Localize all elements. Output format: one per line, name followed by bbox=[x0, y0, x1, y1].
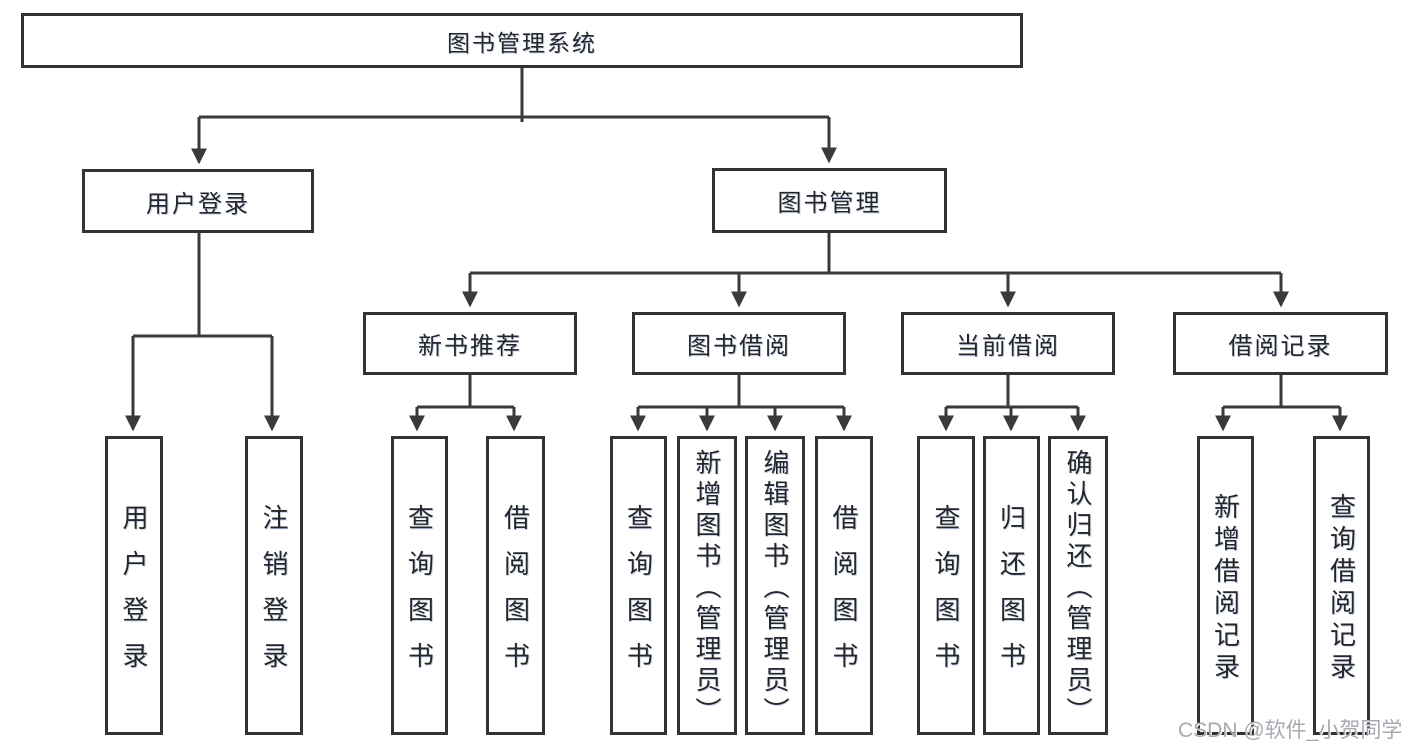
leaf-query-borrow-record: 查询借阅记录 bbox=[1313, 436, 1370, 735]
node-label: 新书推荐 bbox=[418, 333, 522, 360]
leaf-label: 新增图书（管理员） bbox=[692, 448, 722, 728]
node-label: 图书管理系统 bbox=[447, 29, 597, 56]
leaf-label: 查询图书 bbox=[404, 503, 435, 688]
node-label: 图书借阅 bbox=[687, 333, 791, 360]
node-new-book-recommendation: 新书推荐 bbox=[363, 312, 577, 375]
node-label: 用户登录 bbox=[146, 190, 250, 218]
leaf-query-books-borrowing: 查询图书 bbox=[610, 436, 667, 735]
node-library-management-system: 图书管理系统 bbox=[21, 13, 1023, 68]
leaf-label: 用户登录 bbox=[119, 503, 149, 688]
leaf-label: 归还图书 bbox=[996, 503, 1027, 688]
leaf-borrow-books-newbooks: 借阅图书 bbox=[486, 436, 545, 735]
node-borrowing-records: 借阅记录 bbox=[1173, 312, 1388, 375]
node-book-management: 图书管理 bbox=[712, 168, 947, 233]
leaf-label: 注销登录 bbox=[259, 503, 289, 688]
csdn-watermark: CSDN @软件_小贺同学 bbox=[1178, 719, 1403, 742]
node-label: 当前借阅 bbox=[956, 333, 1060, 360]
leaf-query-books-current: 查询图书 bbox=[917, 436, 975, 735]
node-current-borrowing: 当前借阅 bbox=[901, 312, 1115, 375]
leaf-query-books-newbooks: 查询图书 bbox=[391, 436, 448, 735]
leaf-confirm-return-admin: 确认归还（管理员） bbox=[1048, 436, 1108, 735]
leaf-return-books: 归还图书 bbox=[983, 436, 1040, 735]
leaf-label: 借阅图书 bbox=[500, 503, 531, 688]
leaf-add-books-admin: 新增图书（管理员） bbox=[677, 436, 737, 735]
leaf-edit-books-admin: 编辑图书（管理员） bbox=[745, 436, 805, 735]
node-label: 图书管理 bbox=[777, 190, 882, 217]
leaf-label: 确认归还（管理员） bbox=[1063, 448, 1093, 728]
node-label: 借阅记录 bbox=[1228, 333, 1333, 360]
node-user-login: 用户登录 bbox=[82, 169, 314, 233]
leaf-user-login: 用户登录 bbox=[105, 436, 163, 735]
leaf-label: 借阅图书 bbox=[829, 503, 859, 688]
leaf-label: 编辑图书（管理员） bbox=[760, 448, 790, 728]
leaf-label: 查询借阅记录 bbox=[1326, 492, 1357, 685]
leaf-label: 查询图书 bbox=[931, 503, 961, 688]
leaf-label: 新增借阅记录 bbox=[1210, 492, 1241, 685]
leaf-borrow-books-borrowing: 借阅图书 bbox=[815, 436, 873, 735]
leaf-label: 查询图书 bbox=[623, 503, 654, 688]
leaf-logout-login: 注销登录 bbox=[245, 436, 303, 735]
node-book-borrowing: 图书借阅 bbox=[632, 312, 846, 375]
leaf-add-borrow-record: 新增借阅记录 bbox=[1197, 436, 1254, 735]
